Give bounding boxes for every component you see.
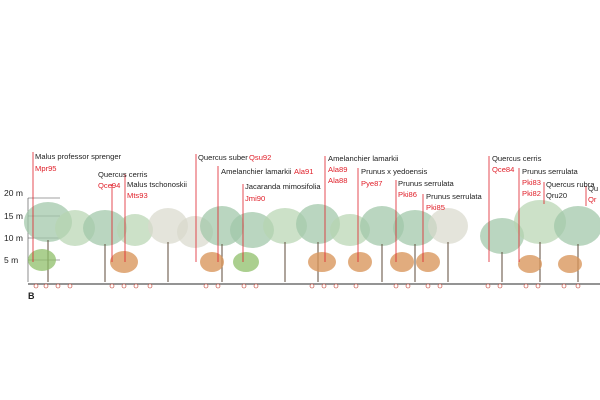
species-code-5: Ala91 bbox=[294, 167, 313, 176]
leader-lines bbox=[32, 152, 587, 262]
species-name-1: Malus professor sprenger bbox=[35, 152, 122, 161]
species-code-13: Pki83 bbox=[522, 178, 541, 187]
species-code-16: Qr bbox=[588, 195, 597, 204]
species-code-6: Jmi90 bbox=[245, 194, 265, 203]
species-name-15: Quercus rubra bbox=[546, 180, 595, 189]
species-code-10: Pki86 bbox=[398, 190, 417, 199]
species-name-7: Amelanchier lamarkii bbox=[328, 154, 399, 163]
species-code-4: Qsu92 bbox=[249, 153, 271, 162]
species-code-9: Pye87 bbox=[361, 179, 383, 188]
species-code-14: Pki82 bbox=[522, 189, 541, 198]
scale-label-5m: 5 m bbox=[4, 255, 18, 265]
species-name-6: Jacaranda mimosifolia bbox=[245, 182, 321, 191]
species-code-3: Mts93 bbox=[127, 191, 148, 200]
species-code-12: Qce84 bbox=[492, 165, 514, 174]
species-code-11: Pki85 bbox=[426, 203, 445, 212]
scale-label-10m: 10 m bbox=[4, 233, 23, 243]
scale-label-20m: 20 m bbox=[4, 188, 23, 198]
species-labels: Malus professor sprenger Mpr95 Quercus c… bbox=[35, 152, 598, 212]
species-code-7: Ala89 bbox=[328, 165, 347, 174]
species-code-8: Ala88 bbox=[328, 176, 347, 185]
species-name-11: Prunus serrulata bbox=[426, 192, 482, 201]
species-name-10: Prunus serrulata bbox=[398, 179, 454, 188]
species-name-12: Quercus cerris bbox=[492, 154, 542, 163]
species-name-3: Malus tschonoskii bbox=[127, 180, 187, 189]
species-code-15: Qru20 bbox=[546, 191, 567, 200]
species-name-5: Amelanchier lamarkii bbox=[221, 167, 292, 176]
species-code-2: Qce94 bbox=[98, 181, 120, 190]
species-name-13: Prunus serrulata bbox=[522, 167, 578, 176]
scale-label-15m: 15 m bbox=[4, 211, 23, 221]
species-name-4: Quercus suber bbox=[198, 153, 248, 162]
species-code-1: Mpr95 bbox=[35, 164, 57, 173]
ground-line bbox=[28, 283, 600, 289]
species-name-2: Quercus cerris bbox=[98, 170, 148, 179]
species-name-16: Qu bbox=[588, 184, 598, 193]
tree-illustrations bbox=[24, 200, 600, 282]
species-name-9: Prunus x yedoensis bbox=[361, 167, 427, 176]
panel-label: B bbox=[28, 291, 35, 301]
